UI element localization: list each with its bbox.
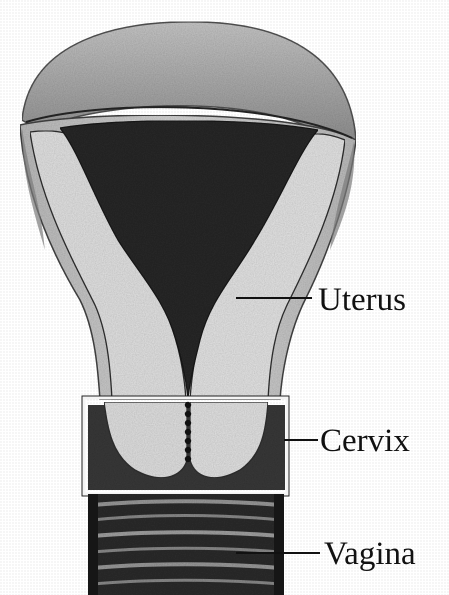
label-vagina: Vagina — [324, 536, 416, 572]
vagina — [88, 494, 284, 595]
label-uterus: Uterus — [318, 282, 406, 318]
label-cervix: Cervix — [320, 423, 410, 459]
